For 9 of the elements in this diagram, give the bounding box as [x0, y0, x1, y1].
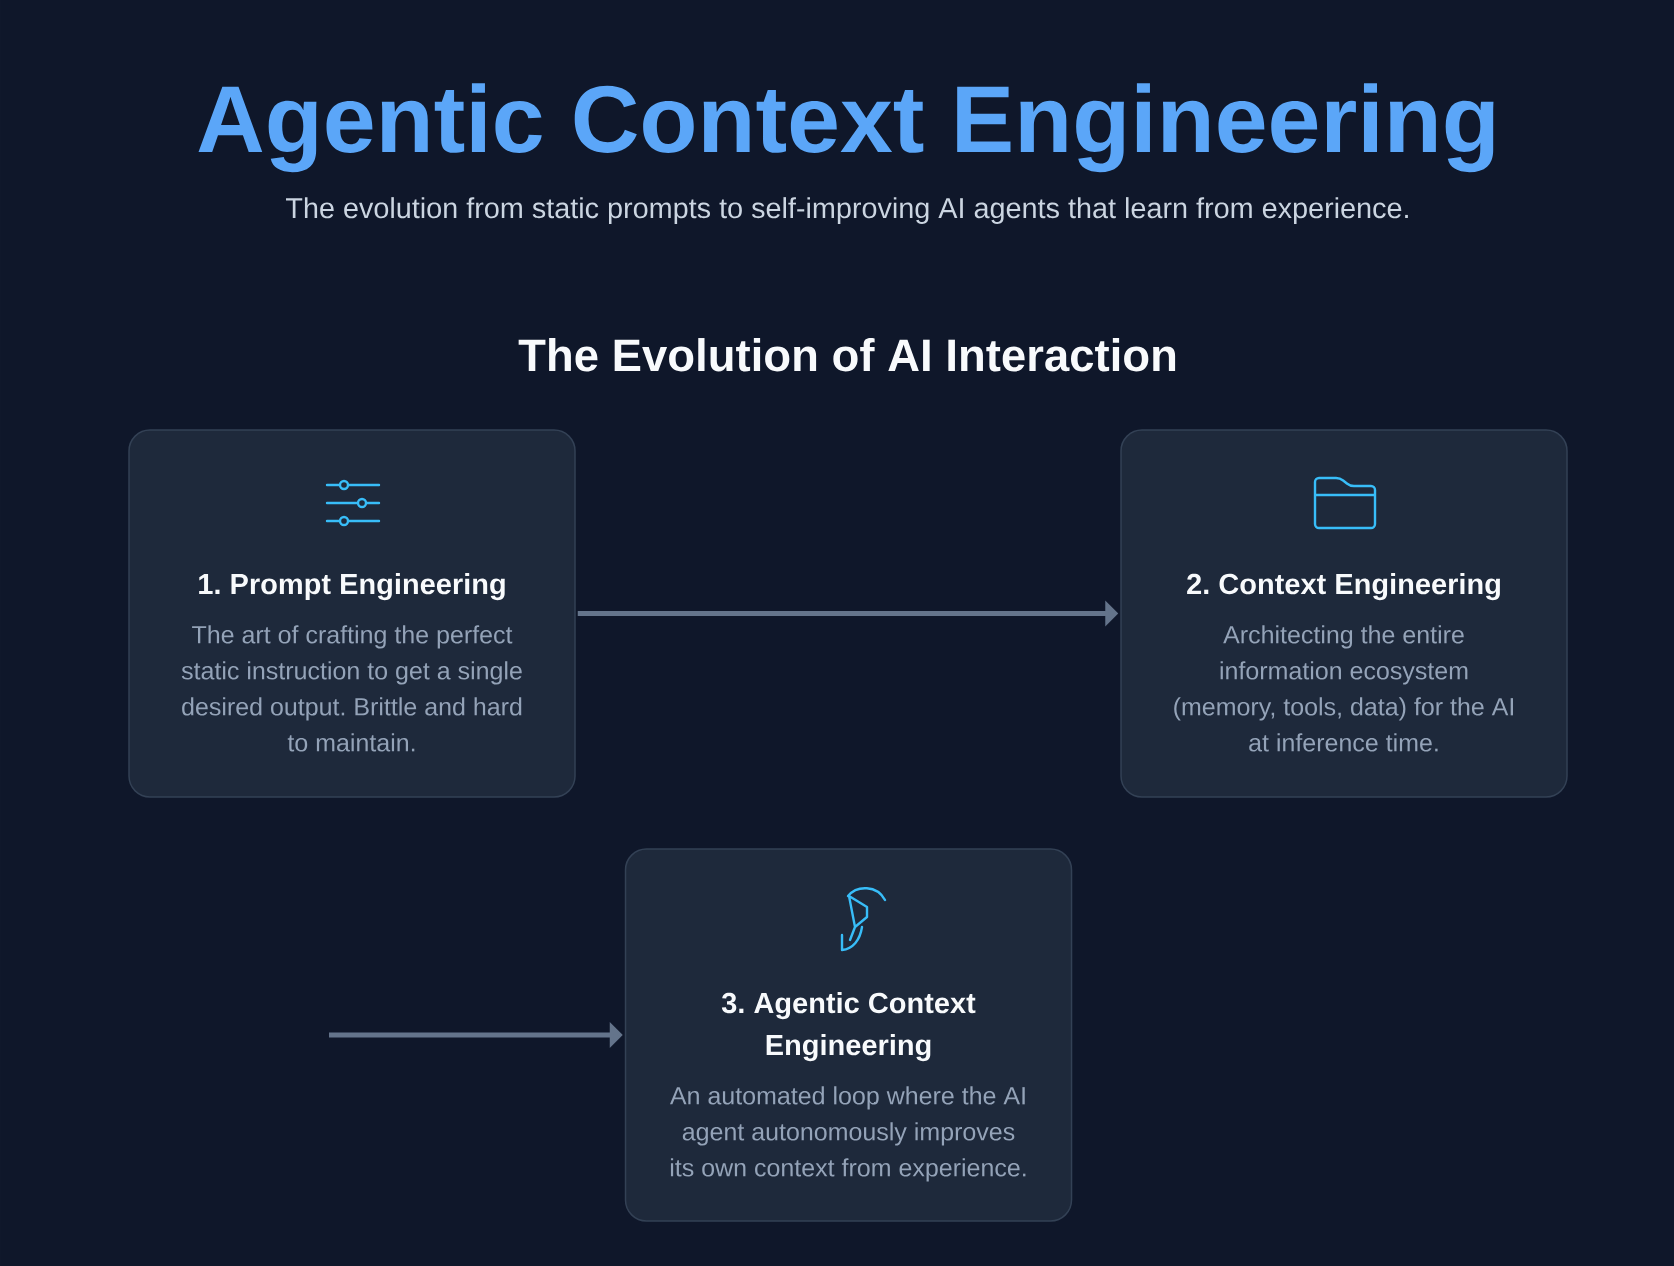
subtitle: The evolution from static prompts to self-improving AI agents that learn from experience. [286, 197, 1408, 224]
card-title: 3. Agentic Context Engineering [721, 992, 976, 1062]
card-description: The art of crafting the perfect static instruction to get a single desired output. Brittle and hard to maintain. [181, 625, 522, 752]
card-title: 1. Prompt Engineering [199, 573, 505, 601]
card-description: Architecting the entire information ecosystem (memory, tools, data) for the AI at inference time. [1174, 625, 1513, 752]
section-heading: The Evolution of AI Interaction [518, 338, 1176, 372]
main-title: Agentic Context Engineering [198, 83, 1494, 173]
card-description: An automated loop where the AI agent autonomously improves its own context from experience. [669, 1086, 1026, 1182]
card-title: 2. Context Engineering [1187, 573, 1500, 601]
